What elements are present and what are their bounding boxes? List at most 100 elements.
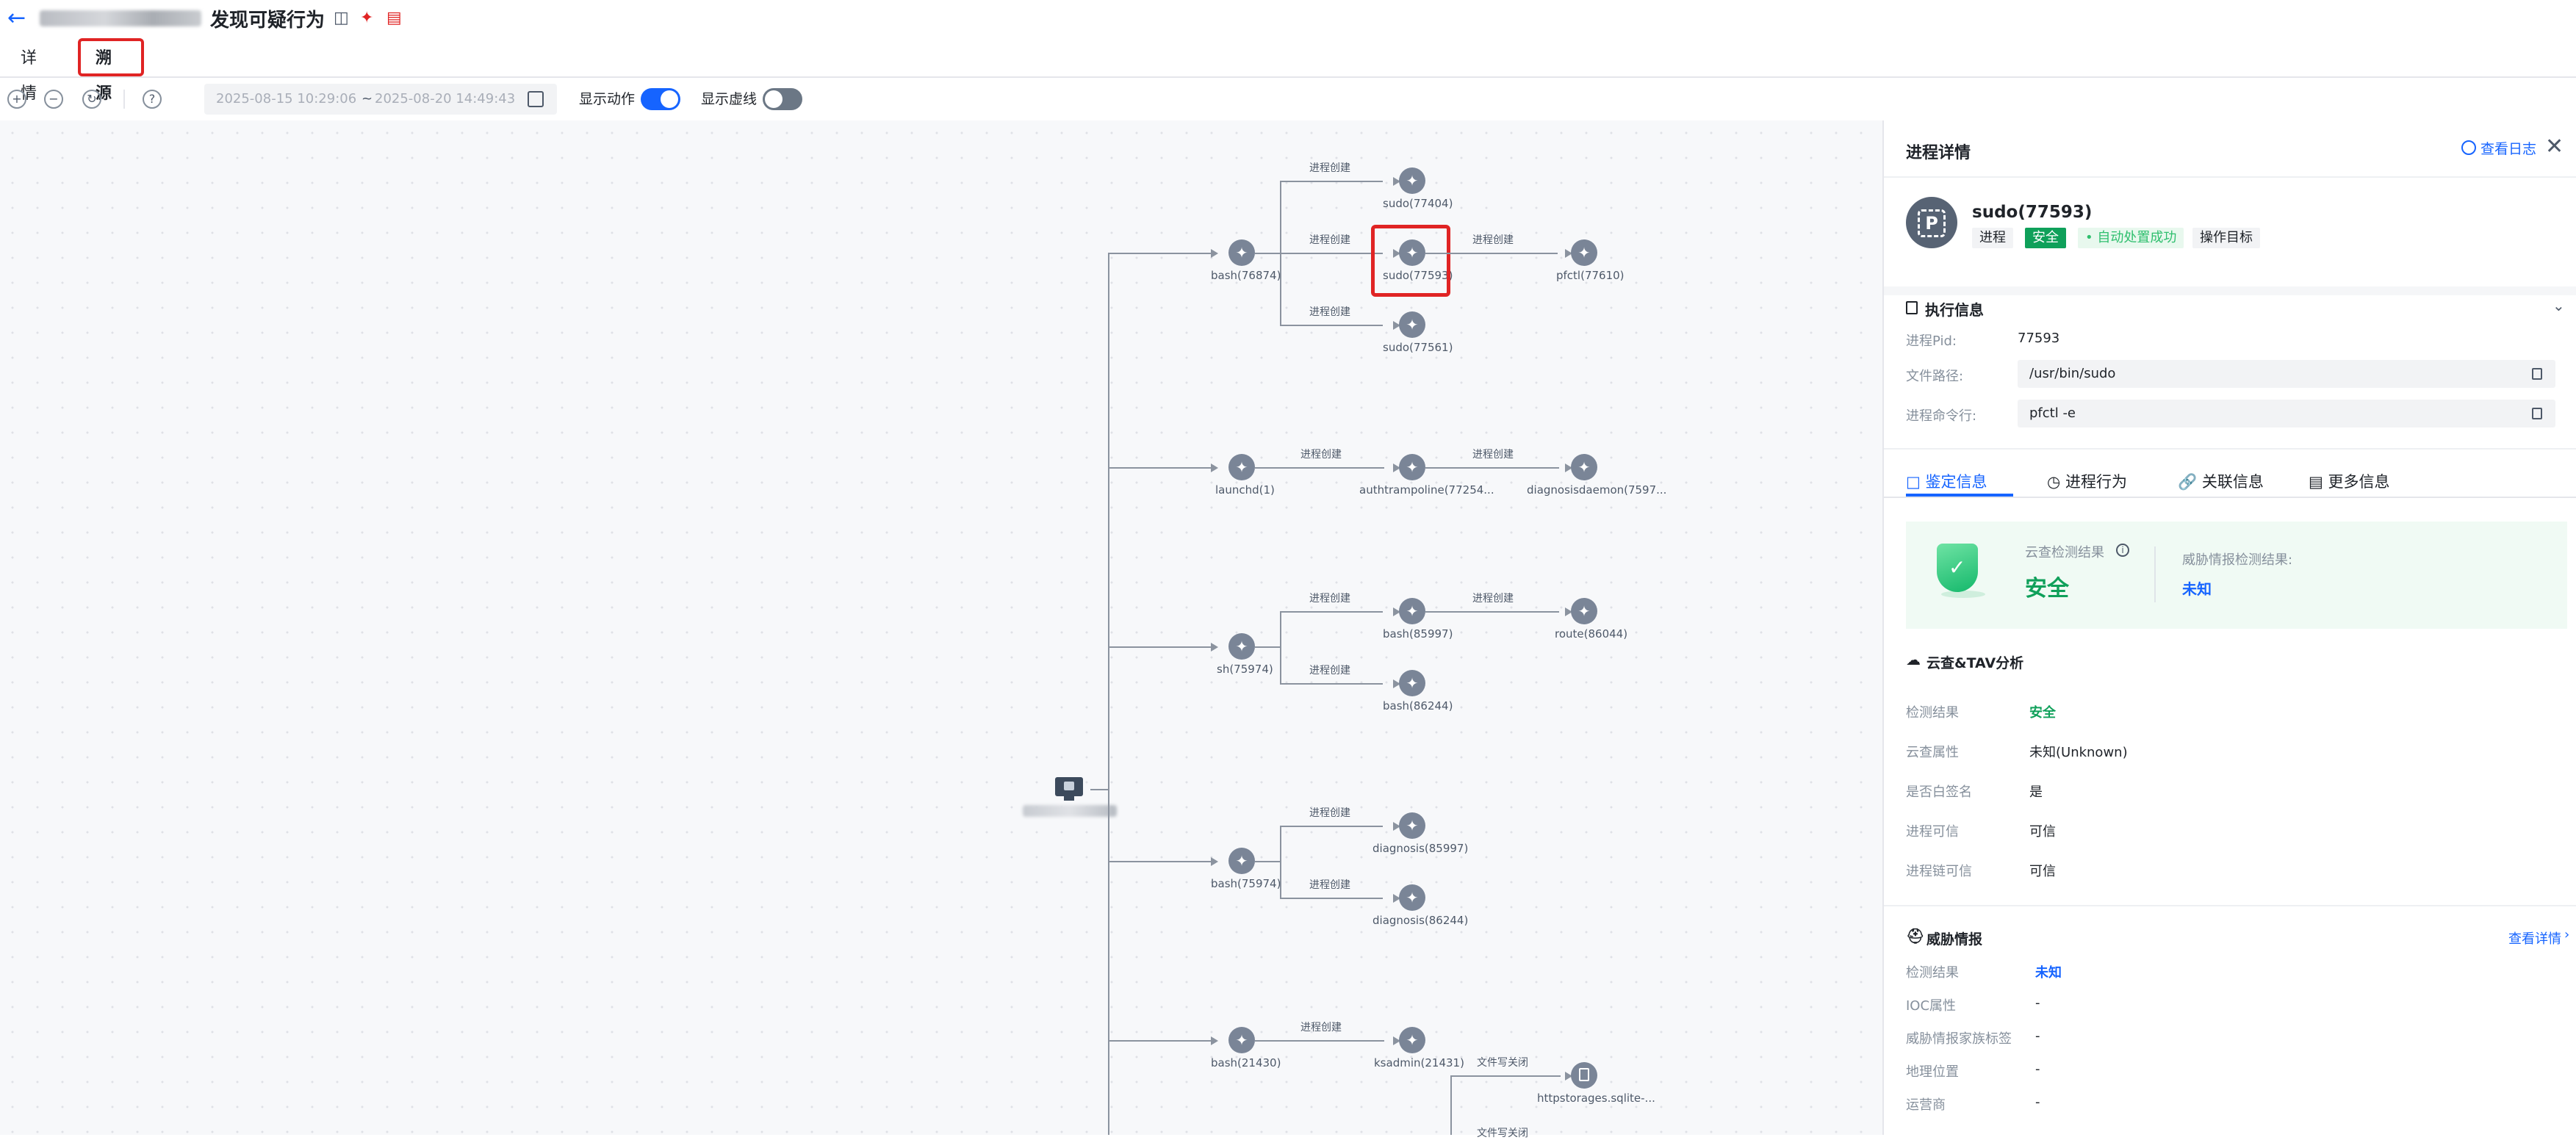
process-node-selected[interactable]: ✦ bbox=[1399, 239, 1425, 266]
process-node[interactable]: ✦ bbox=[1399, 812, 1425, 839]
process-node[interactable]: ✦ bbox=[1228, 848, 1255, 874]
refresh-icon[interactable]: ↻ bbox=[82, 90, 101, 109]
edge-line bbox=[1425, 611, 1559, 613]
node-label: ksadmin(21431) bbox=[1374, 1056, 1464, 1069]
cloud-icon: ☁ bbox=[1906, 651, 1921, 668]
view-details-link[interactable]: 查看详情 bbox=[2508, 931, 2561, 947]
process-node[interactable]: ✦ bbox=[1399, 670, 1425, 696]
edge-label: 进程创建 bbox=[1309, 306, 1350, 318]
exec-section-title: 执行信息 bbox=[1925, 301, 1984, 319]
edge-label: 进程创建 bbox=[1309, 807, 1350, 819]
show-virtual-toggle[interactable] bbox=[763, 88, 802, 110]
edge-line bbox=[1280, 181, 1383, 182]
detection-result-card: ✓ 云查检测结果 i 安全 威胁情报检测结果: 未知 bbox=[1906, 522, 2567, 629]
cloud-result-value: 安全 bbox=[2025, 576, 2069, 602]
edge-line bbox=[1425, 253, 1558, 254]
cmdline-box: pfctl -e bbox=[2018, 400, 2555, 428]
edge-arrow bbox=[1211, 857, 1218, 866]
edge-arrow bbox=[1393, 1036, 1400, 1045]
process-node[interactable]: ✦ bbox=[1571, 598, 1597, 624]
node-label: httpstorages.sqlite-... bbox=[1537, 1092, 1655, 1105]
process-node[interactable]: ✦ bbox=[1399, 167, 1425, 194]
show-virtual-label: 显示虚线 bbox=[701, 91, 758, 107]
process-node[interactable]: ✦ bbox=[1228, 454, 1255, 480]
tag-operation-target: 操作目标 bbox=[2192, 228, 2260, 248]
tab-process-behavior[interactable]: ◷ 进程行为 bbox=[2047, 473, 2127, 491]
bug-icon[interactable]: ✦ bbox=[360, 9, 374, 27]
process-node[interactable]: ✦ bbox=[1228, 1027, 1255, 1053]
edge-line bbox=[1108, 646, 1212, 648]
edge-label: 进程创建 bbox=[1309, 879, 1350, 891]
close-icon[interactable]: ✕ bbox=[2545, 134, 2564, 159]
tav-detect-value: 安全 bbox=[2029, 705, 2056, 721]
page-header: ← 发现可疑行为 ◫ ✦ ▤ bbox=[0, 0, 2576, 37]
tav-chain-trusted-value: 可信 bbox=[2029, 864, 2056, 879]
field-key: 进程链可信 bbox=[1906, 864, 1972, 879]
calendar-icon[interactable] bbox=[528, 91, 544, 107]
tag-process: 进程 bbox=[1972, 228, 2013, 248]
field-key: 是否白签名 bbox=[1906, 784, 1972, 800]
edge-line bbox=[1280, 826, 1383, 827]
field-value-path[interactable]: /usr/bin/sudo bbox=[2029, 366, 2116, 381]
edge-line bbox=[1108, 861, 1212, 862]
edge-arrow bbox=[1393, 463, 1400, 472]
info-icon[interactable]: i bbox=[2116, 544, 2129, 557]
date-separator: ~ bbox=[361, 91, 373, 107]
help-icon[interactable]: ? bbox=[143, 90, 162, 109]
shield-icon: ⛑ bbox=[1906, 927, 1925, 945]
tag-auto-disposal: • 自动处置成功 bbox=[2078, 228, 2184, 248]
process-node[interactable]: ✦ bbox=[1228, 239, 1255, 266]
edge-arrow bbox=[1565, 249, 1572, 258]
chevron-down-icon[interactable]: ⌄ bbox=[2552, 297, 2565, 314]
process-node[interactable]: ✦ bbox=[1228, 633, 1255, 660]
file-node-icon[interactable] bbox=[1571, 1062, 1597, 1089]
header-divider bbox=[0, 76, 2576, 78]
node-label: route(86044) bbox=[1555, 627, 1628, 641]
edge-line bbox=[1450, 1075, 1452, 1135]
edge-label: 进程创建 bbox=[1472, 593, 1514, 605]
zoom-in-icon[interactable]: + bbox=[7, 90, 26, 109]
tab-label: 进程行为 bbox=[2065, 473, 2127, 491]
tab-details[interactable]: 详情 bbox=[21, 49, 37, 103]
trace-graph-canvas[interactable]: ✦ bash(76874) 进程创建 进程创建 进程创建 ✦ sudo(7740… bbox=[0, 120, 1882, 1139]
toolbar-separator bbox=[123, 90, 125, 109]
date-range-picker[interactable]: 2025-08-15 10:29:06 ~ 2025-08-20 14:49:4… bbox=[204, 84, 557, 115]
chevron-right-icon[interactable]: › bbox=[2564, 927, 2570, 942]
process-node[interactable]: ✦ bbox=[1399, 598, 1425, 624]
edge-label: 进程创建 bbox=[1309, 234, 1350, 246]
alert-badge-icon[interactable]: ▤ bbox=[386, 9, 402, 27]
edge-arrow bbox=[1393, 894, 1400, 903]
process-node[interactable]: ✦ bbox=[1399, 1027, 1425, 1053]
monitor-icon[interactable]: ◫ bbox=[334, 9, 349, 27]
process-node[interactable]: ✦ bbox=[1571, 454, 1597, 480]
back-arrow-icon[interactable]: ← bbox=[7, 5, 26, 31]
show-actions-toggle[interactable] bbox=[641, 88, 680, 110]
process-node[interactable]: ✦ bbox=[1399, 884, 1425, 911]
tab-label: 鉴定信息 bbox=[1925, 473, 1987, 491]
field-key: 运营商 bbox=[1906, 1097, 1946, 1113]
host-computer-icon[interactable] bbox=[1055, 777, 1083, 801]
toggle-knob bbox=[765, 90, 782, 108]
intel-family-value: - bbox=[2035, 1028, 2040, 1044]
process-node[interactable]: ✦ bbox=[1399, 311, 1425, 338]
tab-more-info[interactable]: ▤ 更多信息 bbox=[2309, 473, 2390, 491]
panel-divider bbox=[1884, 448, 2576, 450]
zoom-out-icon[interactable]: − bbox=[44, 90, 63, 109]
intel-ioc-value: - bbox=[2035, 995, 2040, 1011]
tab-related-info[interactable]: 🔗 关联信息 bbox=[2178, 473, 2264, 491]
copy-icon[interactable] bbox=[2532, 408, 2542, 419]
tab-highlight-box bbox=[78, 38, 144, 76]
edge-line bbox=[1255, 861, 1280, 862]
process-node[interactable]: ✦ bbox=[1399, 454, 1425, 480]
field-value-cmdline[interactable]: pfctl -e bbox=[2029, 405, 2076, 421]
tab-identification[interactable]: □ 鉴定信息 bbox=[1906, 473, 1987, 491]
file-path-box: /usr/bin/sudo bbox=[2018, 360, 2555, 388]
date-start[interactable]: 2025-08-15 10:29:06 bbox=[216, 91, 357, 107]
view-log-link[interactable]: 查看日志 bbox=[2480, 141, 2537, 157]
copy-icon[interactable] bbox=[2532, 368, 2542, 380]
edge-line bbox=[1280, 253, 1383, 254]
node-label: bash(75974) bbox=[1211, 877, 1281, 890]
panel-divider bbox=[1884, 176, 2576, 178]
process-node[interactable]: ✦ bbox=[1571, 239, 1597, 266]
date-end[interactable]: 2025-08-20 14:49:43 bbox=[375, 91, 516, 107]
